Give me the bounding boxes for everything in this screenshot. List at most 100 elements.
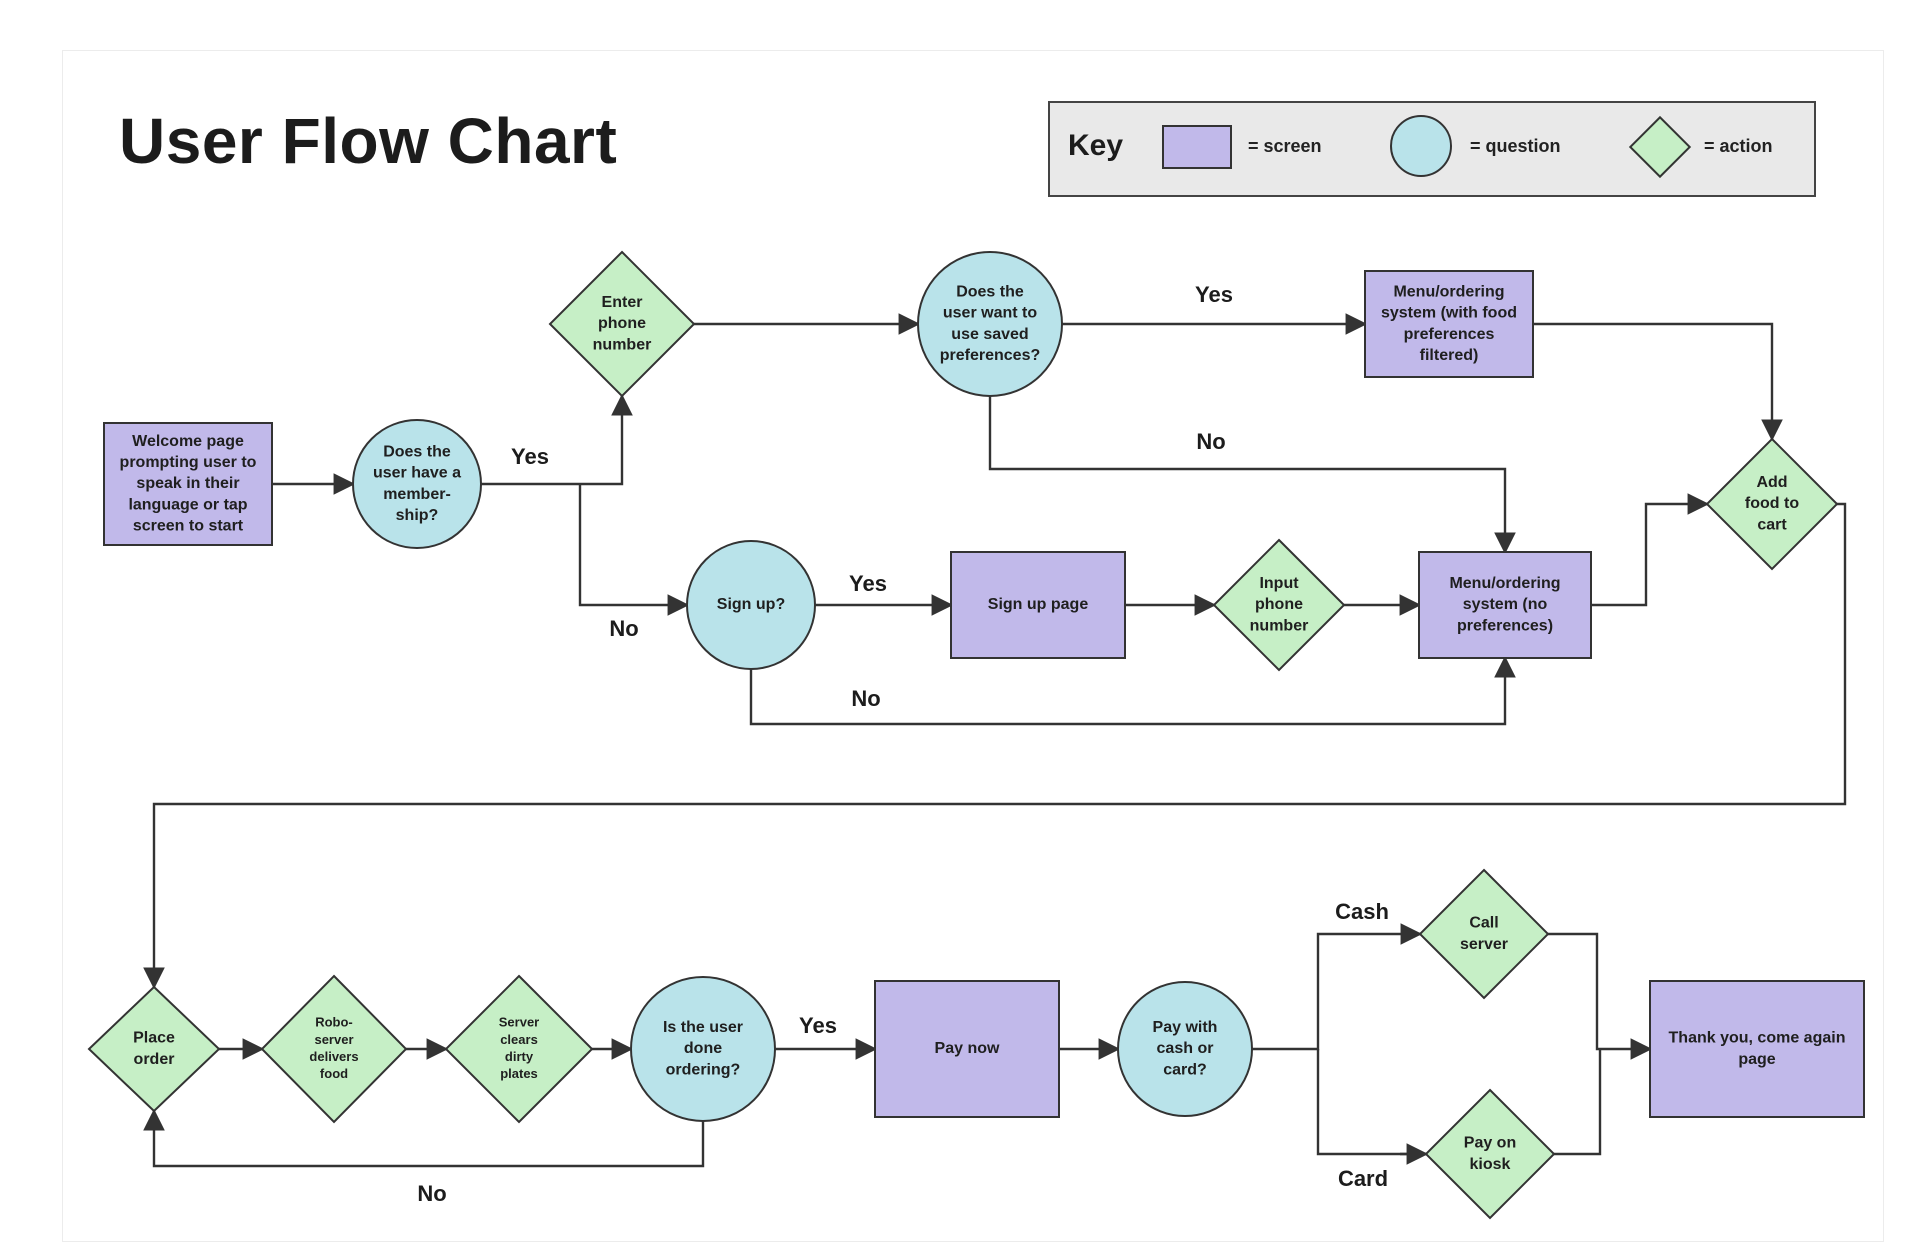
node-menu-filtered: Menu/ordering system (with food preference…: [1364, 270, 1534, 378]
action-diamond: [444, 974, 594, 1124]
question-circle: [917, 251, 1063, 397]
node-text-line: system (with food: [1381, 305, 1517, 322]
node-text-line: dirty: [505, 1049, 534, 1064]
node-text-line: prompting user to: [120, 454, 257, 471]
node-text-line: number: [593, 336, 652, 353]
node-text-line: use saved: [951, 326, 1028, 343]
node-text-line: food: [320, 1066, 348, 1081]
node-place-order: Place order: [87, 985, 221, 1113]
node-pay-now: Pay now: [874, 980, 1060, 1118]
node-signup-page: Sign up page: [950, 551, 1126, 659]
node-text-line: Does the: [956, 284, 1024, 301]
node-text-line: Call: [1469, 915, 1498, 932]
node-text-line: Menu/ordering: [1449, 575, 1560, 592]
node-text-line: Sign up page: [988, 596, 1089, 613]
edge-callserver-thanks: [1548, 932, 1653, 1060]
node-text-line: Server: [499, 1015, 539, 1030]
node-text-line: phone: [1255, 596, 1303, 613]
node-text-line: user want to: [943, 305, 1037, 322]
node-text-line: Pay with: [1153, 1019, 1218, 1036]
edge-done-no: [143, 1108, 705, 1168]
node-text-line: kiosk: [1470, 1156, 1511, 1173]
node-text-line: delivers: [309, 1049, 358, 1064]
page-title: User Flow Chart: [119, 105, 618, 177]
edge-label-card: Card: [1338, 1166, 1388, 1191]
node-saved-prefs: Does the user want to use saved preferences…: [917, 251, 1063, 397]
node-text-line: preferences?: [940, 347, 1041, 364]
edge-label-done-yes: Yes: [799, 1013, 837, 1038]
action-diamond: [87, 985, 221, 1113]
node-text-line: Place: [133, 1030, 175, 1047]
screen-box: [874, 980, 1060, 1118]
connector-layer: [143, 313, 1847, 1168]
screen-box: [1364, 270, 1534, 378]
node-cash-or-card: Pay with cash or card?: [1117, 981, 1253, 1117]
edge-label-membership-yes: Yes: [511, 444, 549, 469]
node-done-ordering: Is the user done ordering?: [630, 976, 776, 1122]
node-signup-q: Sign up?: [686, 540, 816, 670]
node-menu-no-prefs: Menu/ordering system (no preferences): [1418, 551, 1592, 659]
node-text-line: plates: [500, 1066, 538, 1081]
question-circle: [630, 976, 776, 1122]
edge-label-cash: Cash: [1335, 899, 1389, 924]
action-diamond: [1424, 1088, 1556, 1220]
edge-menu-addfood: [1591, 493, 1710, 607]
edge-label-done-no: No: [417, 1181, 446, 1206]
edge-card: [1316, 1049, 1426, 1156]
screen-box: [950, 551, 1126, 659]
node-text-line: cart: [1757, 516, 1787, 533]
node-input-phone: Input phone number: [1212, 538, 1346, 672]
node-text-line: card?: [1163, 1061, 1207, 1078]
question-circle: [1117, 981, 1253, 1117]
node-text-line: Welcome page: [132, 433, 244, 450]
node-text-line: server: [1460, 936, 1508, 953]
node-text-line: cash or: [1157, 1040, 1214, 1057]
node-text-line: screen to start: [133, 517, 244, 534]
edge-filtered-addfood: [1533, 322, 1783, 442]
action-diamond: [1212, 538, 1346, 672]
node-text-line: Input: [1259, 575, 1299, 592]
node-text-line: Enter: [602, 294, 643, 311]
legend-key: Key = screen = question = action: [1048, 101, 1816, 197]
node-text-line: Sign up?: [717, 596, 785, 613]
node-call-server: Call server: [1418, 868, 1550, 1000]
node-text-line: ordering?: [666, 1061, 741, 1078]
node-text-line: Is the user: [663, 1019, 743, 1036]
legend-screen-label: = screen: [1248, 136, 1322, 156]
node-text-line: Robo-: [315, 1015, 353, 1030]
action-diamond: [548, 250, 696, 398]
action-diamond: [1418, 868, 1550, 1000]
edge-kiosk-thanks: [1554, 1049, 1602, 1156]
edge-addfood-placeorder: [143, 502, 1847, 990]
node-text-line: page: [1738, 1051, 1775, 1068]
node-text-line: Add: [1756, 474, 1787, 491]
node-text-line: language or tap: [128, 496, 247, 513]
edge-prefs-no: [988, 396, 1516, 555]
node-text-line: number: [1250, 617, 1309, 634]
node-text-line: preferences): [1457, 617, 1553, 634]
edge-label-prefs-no: No: [1196, 429, 1225, 454]
edge-membership-no: [578, 484, 690, 616]
screen-box: [1418, 551, 1592, 659]
action-diamond: [1705, 437, 1839, 571]
node-text-line: order: [134, 1051, 175, 1068]
question-circle: [352, 419, 482, 549]
node-text-line: preferences: [1404, 326, 1495, 343]
edge-label-membership-no: No: [609, 616, 638, 641]
node-text-line: Pay on: [1464, 1135, 1516, 1152]
node-text-line: Menu/ordering: [1393, 284, 1504, 301]
node-text-line: done: [684, 1040, 722, 1057]
node-text-line: system (no: [1463, 596, 1548, 613]
screen-box: [103, 422, 273, 546]
legend-question-label: = question: [1470, 136, 1561, 156]
node-text-line: Pay now: [935, 1040, 1000, 1057]
